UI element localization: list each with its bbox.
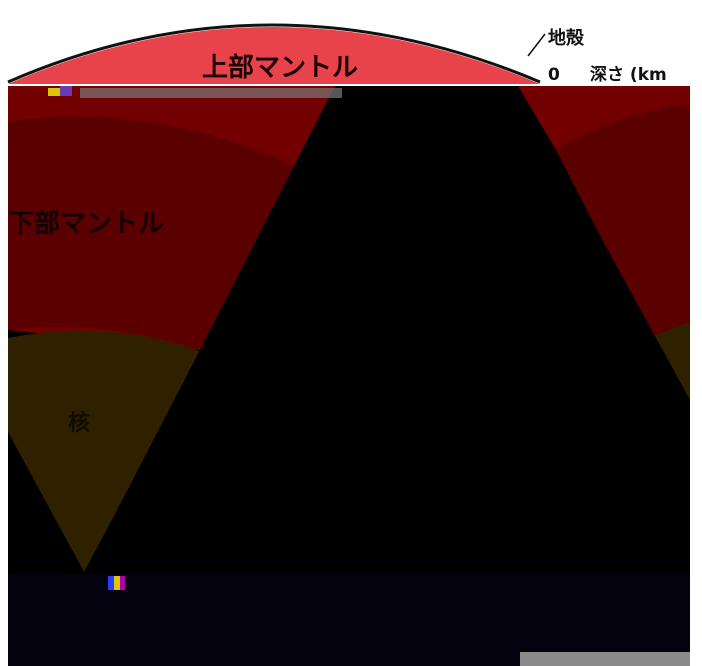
crust-leader-line	[527, 33, 546, 57]
glitch-blue	[108, 576, 114, 590]
core-label: 核	[68, 410, 90, 436]
glitch-yellow-2	[114, 576, 120, 590]
glitch-purple	[60, 86, 72, 96]
glitch-gray-strip	[80, 88, 342, 98]
center-black-wedge	[84, 86, 690, 574]
gray-bar	[520, 652, 690, 666]
crust-label: 地殻	[548, 27, 585, 49]
upper-mantle-label: 上部マントル	[202, 53, 358, 83]
core-right-edge	[652, 322, 690, 400]
lower-mantle-right-inner	[556, 104, 690, 336]
lower-mantle-inner	[8, 116, 300, 350]
depth-axis-label: 深さ (km	[590, 64, 667, 85]
upper-mantle-region	[8, 27, 540, 84]
depth-zero-label: 0	[548, 65, 560, 85]
glitch-yellow	[48, 88, 60, 96]
lower-mantle-label: 下部マントル	[8, 209, 164, 239]
crust-line	[7, 23, 541, 84]
glitch-magenta	[120, 576, 125, 590]
core-region	[8, 330, 202, 572]
